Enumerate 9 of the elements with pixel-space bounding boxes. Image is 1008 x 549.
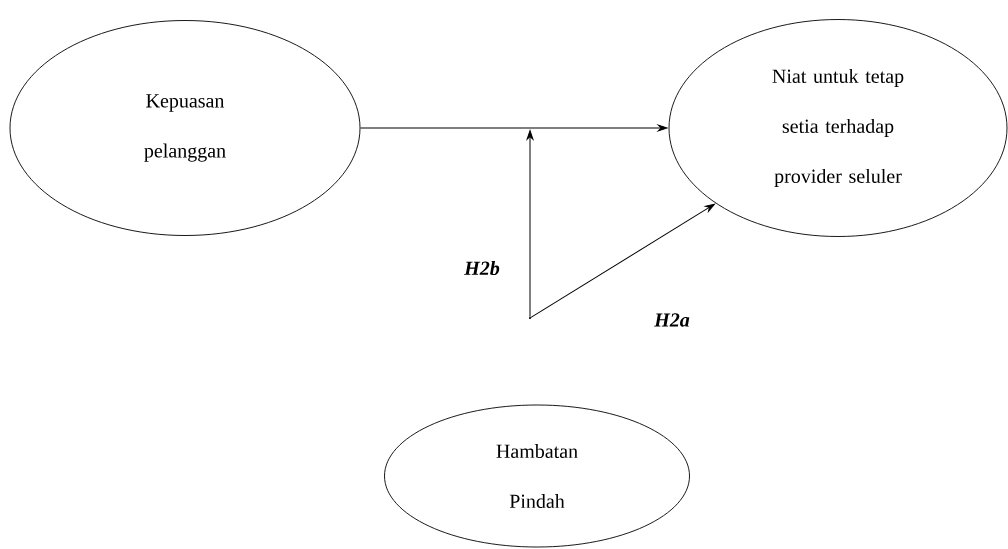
arrow	[526, 130, 534, 318]
arrow	[359, 124, 668, 132]
arrow	[530, 203, 715, 318]
edge-label: H2b	[464, 260, 500, 276]
ellipse-node: Hambatan Pindah	[384, 404, 690, 548]
edge-label: H2a	[654, 313, 690, 327]
ellipse-node: Kepuasan pelanggan	[9, 20, 361, 236]
ellipse-node: Niat untuk tetap setia terhadap provider seluler	[668, 19, 1008, 237]
line-junction	[529, 317, 531, 319]
